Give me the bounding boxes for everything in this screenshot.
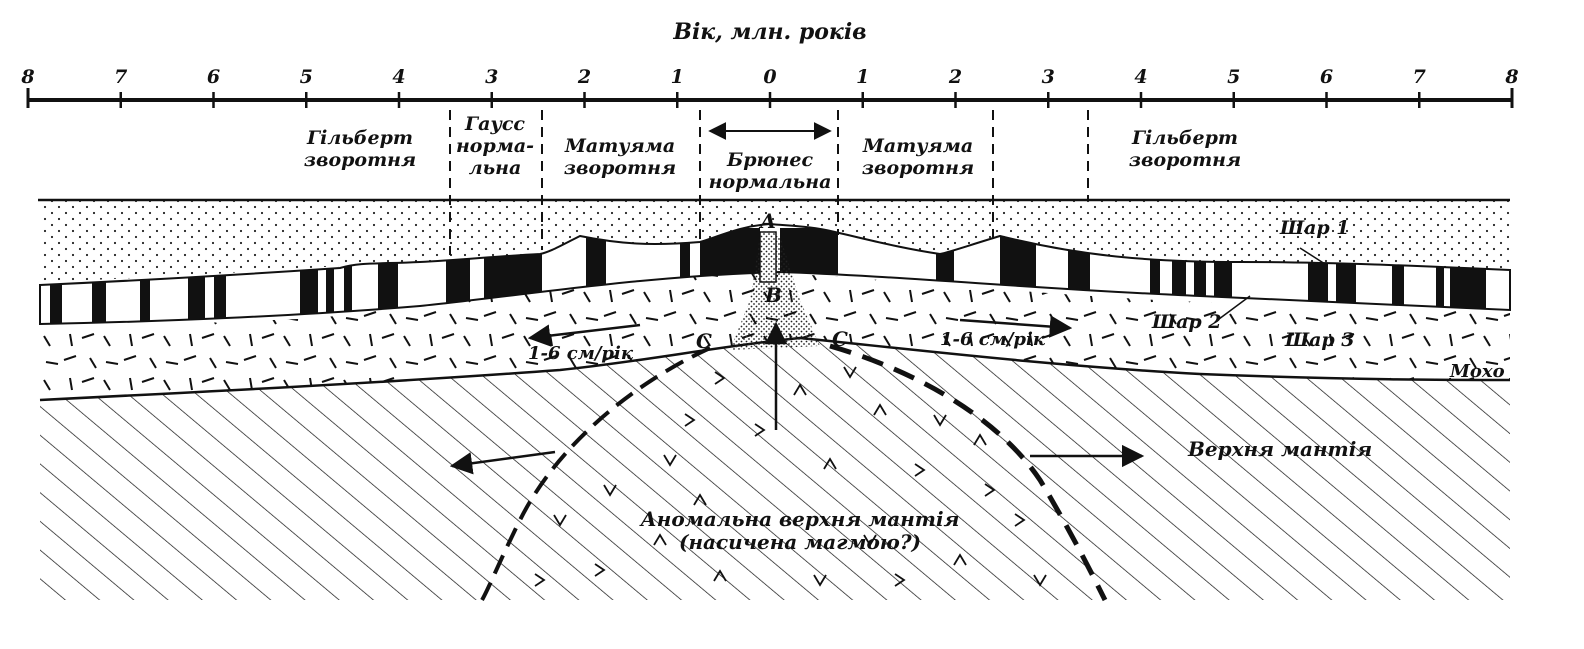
layer-1-leader — [1299, 247, 1326, 265]
sediment-fill — [40, 200, 1510, 282]
upper-mantle-label: Верхня мантія — [1188, 437, 1373, 461]
axis-tick-label: 7 — [114, 66, 128, 88]
epoch-gilbert-right-line1: Гільберт — [1132, 127, 1238, 149]
flow-mark — [894, 573, 906, 587]
axis-tick-label: 8 — [21, 66, 35, 88]
spreading-rate-left: 1-6 см/рік — [528, 343, 634, 364]
axis-tick-label: 8 — [1505, 66, 1519, 88]
flow-mark — [594, 563, 606, 577]
flow-mark — [684, 413, 696, 427]
magnetic-stripe — [1150, 228, 1160, 324]
flow-mark — [984, 483, 996, 497]
flow-mark — [863, 534, 877, 547]
flow-mark — [973, 433, 987, 446]
flow-mark — [663, 454, 677, 467]
point-b-label: В — [765, 283, 782, 307]
epoch-gauss-line1: Гаусс — [465, 113, 525, 135]
flow-mark — [553, 514, 567, 527]
axis-tick-label: 6 — [206, 66, 221, 88]
layer-2-label: Шар 2 — [1152, 311, 1222, 333]
epoch-brunhes: Брюнес нормальна — [700, 149, 840, 194]
epoch-matuyama-left: Матуяма зворотня — [545, 135, 695, 180]
axis-tick-label: 5 — [1227, 66, 1241, 88]
epoch-gilbert-left: Гільберт зворотня — [285, 127, 435, 172]
axis-title: Вік, млн. років — [673, 19, 867, 45]
axis-tick-label: 2 — [948, 66, 963, 88]
layer-2-leader — [1214, 295, 1251, 323]
epoch-gauss-line2: нормa- — [455, 134, 535, 157]
point-c-left-label: С — [696, 329, 712, 353]
axis-tick-label: 0 — [763, 66, 777, 88]
flow-mark — [714, 371, 726, 385]
epoch-gilbert-right-line2: зворотня — [1128, 148, 1242, 171]
magnetic-stripe — [326, 228, 334, 324]
mantle-flow-marks — [534, 366, 1047, 587]
epoch-gilbert-left-line1: Гільберт — [307, 127, 413, 149]
magnetic-stripe — [344, 228, 352, 324]
axis-tick-label: 5 — [299, 66, 313, 88]
epoch-matuyama-right-line2: зворотня — [861, 156, 975, 179]
epoch-brunhes-line1: Брюнес — [726, 149, 814, 171]
moho-label: Мохо — [1450, 361, 1505, 382]
spreading-rate-right: 1-6 см/рік — [940, 329, 1046, 350]
magma-intrusion — [730, 236, 820, 350]
flow-mark — [953, 553, 967, 566]
point-c-right-label: С — [832, 327, 848, 351]
point-a-label: А — [760, 209, 777, 233]
epoch-gilbert-right: Гільберт зворотня — [1105, 127, 1265, 172]
anomalous-mantle-right-boundary — [829, 343, 1108, 602]
flow-mark — [1033, 574, 1047, 587]
axis-tick-label: 6 — [1319, 66, 1334, 88]
flow-mark — [1014, 513, 1026, 527]
axis-tick-label: 4 — [392, 66, 406, 88]
anomalous-mantle-label: Аномальна верхня мантія (насичена магмою… — [640, 508, 960, 554]
anomalous-mantle-left-boundary — [480, 346, 711, 602]
flow-mark — [713, 569, 727, 582]
epoch-gilbert-left-line2: зворотня — [303, 148, 417, 171]
flow-mark — [693, 493, 707, 506]
axis-tick-label: 1 — [856, 66, 870, 88]
age-axis-ticks — [119, 92, 1421, 108]
epoch-matuyama-right-line1: Матуяма — [862, 135, 974, 157]
upper-mantle-fill — [40, 338, 1510, 600]
flow-mark — [914, 463, 926, 477]
epoch-matuyama-right: Матуяма зворотня — [843, 135, 993, 180]
spreading-arrow-right — [959, 315, 1073, 338]
flow-mark — [754, 423, 766, 437]
flow-mark — [843, 366, 857, 379]
flow-mark — [603, 484, 617, 497]
epoch-matuyama-left-line1: Матуяма — [564, 135, 676, 157]
axis-tick-label: 3 — [1041, 66, 1055, 88]
flow-mark — [873, 403, 887, 416]
anomalous-mantle-line2: (насичена магмою?) — [678, 530, 922, 554]
epoch-brunhes-line2: нормальна — [708, 170, 832, 193]
epoch-boundaries — [449, 110, 1089, 255]
flow-mark — [813, 574, 827, 587]
flow-mark — [793, 383, 807, 396]
axis-tick-label: 1 — [670, 66, 684, 88]
spreading-arrow-left — [527, 323, 641, 347]
epoch-gauss: Гаусс нормa- льна — [450, 113, 540, 180]
mantle-flow-arrow-left — [449, 450, 556, 475]
anomalous-mantle-line1: Аномальна верхня мантія — [640, 507, 960, 531]
layer-1-label: Шар 1 — [1280, 217, 1350, 239]
epoch-matuyama-left-line2: зворотня — [563, 156, 677, 179]
magnetic-stripe — [680, 228, 690, 324]
flow-mark — [653, 533, 667, 546]
axis-tick-label: 3 — [485, 66, 499, 88]
flow-mark — [933, 414, 947, 427]
layer-3-label: Шар 3 — [1285, 329, 1355, 351]
axis-tick-label: 4 — [1134, 66, 1148, 88]
magnetic-stripe — [1436, 228, 1444, 324]
flow-mark — [823, 457, 837, 470]
axis-tick-label: 2 — [577, 66, 592, 88]
axis-tick-label: 7 — [1412, 66, 1426, 88]
epoch-gauss-line3: льна — [468, 156, 522, 179]
flow-mark — [534, 573, 546, 587]
